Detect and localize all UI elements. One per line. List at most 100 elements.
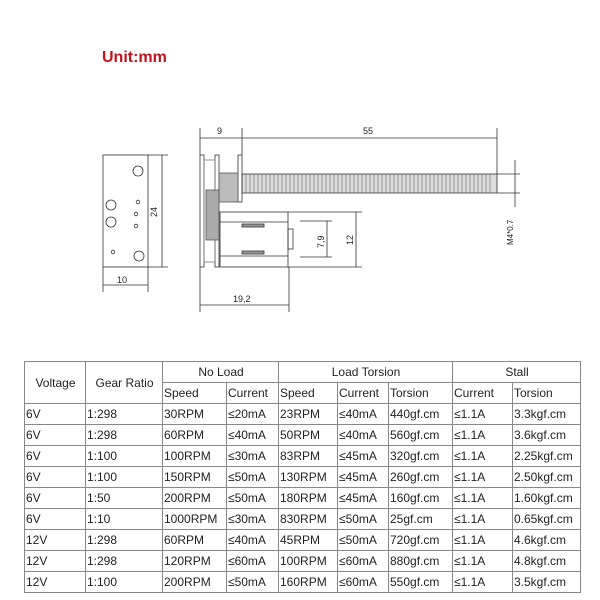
- table-cell: 1000RPM: [162, 508, 227, 530]
- table-cell: 160RPM: [278, 571, 338, 593]
- table-cell: 100RPM: [278, 550, 338, 572]
- table-cell: 6V: [24, 403, 86, 425]
- table-cell: 200RPM: [162, 571, 227, 593]
- table-cell: 560gf.cm: [388, 424, 453, 446]
- table-cell: 1.60kgf.cm: [512, 487, 581, 509]
- table-cell: ≤30mA: [226, 445, 279, 467]
- table-cell: ≤60mA: [226, 550, 279, 572]
- table-cell: ≤30mA: [226, 508, 279, 530]
- table-cell: ≤40mA: [337, 403, 389, 425]
- table-cell: ≤1.1A: [452, 508, 513, 530]
- table-cell: ≤50mA: [337, 508, 389, 530]
- table-cell: 3.5kgf.cm: [512, 571, 581, 593]
- table-cell: 1:10: [85, 508, 163, 530]
- table-cell: ≤1.1A: [452, 445, 513, 467]
- table-cell: 180RPM: [278, 487, 338, 509]
- table-cell: 4.8kgf.cm: [512, 550, 581, 572]
- motor-dimension-drawing: 10 24 9 55 19,2 7,9 12 M4*0.7: [102, 126, 520, 312]
- table-cell: 12V: [24, 550, 86, 572]
- table-cell: 23RPM: [278, 403, 338, 425]
- table-cell: 120RPM: [162, 550, 227, 572]
- table-cell: ≤45mA: [337, 445, 389, 467]
- table-cell: 320gf.cm: [388, 445, 453, 467]
- side-view: [199, 128, 520, 312]
- header-voltage: Voltage: [24, 361, 86, 404]
- table-cell: 45RPM: [278, 529, 338, 551]
- table-cell: ≤1.1A: [452, 487, 513, 509]
- table-cell: 83RPM: [278, 445, 338, 467]
- table-cell: 3.6kgf.cm: [512, 424, 581, 446]
- unit-label: Unit:mm: [102, 49, 167, 66]
- table-cell: ≤1.1A: [452, 466, 513, 488]
- table-cell: 60RPM: [162, 424, 227, 446]
- table-cell: ≤60mA: [337, 550, 389, 572]
- subheader-current: Current: [337, 382, 389, 404]
- table-cell: 50RPM: [278, 424, 338, 446]
- dim-width-end: 10: [117, 275, 127, 285]
- table-cell: 880gf.cm: [388, 550, 453, 572]
- table-cell: ≤1.1A: [452, 403, 513, 425]
- table-cell: 1:100: [85, 445, 163, 467]
- table-cell: 12V: [24, 571, 86, 593]
- dim-height-end: 24: [149, 207, 159, 217]
- table-cell: ≤40mA: [226, 424, 279, 446]
- table-cell: ≤1.1A: [452, 550, 513, 572]
- header-stall: Stall: [452, 361, 581, 383]
- table-cell: 6V: [24, 445, 86, 467]
- table-cell: 0.65kgf.cm: [512, 508, 581, 530]
- table-cell: ≤50mA: [226, 487, 279, 509]
- table-cell: ≤1.1A: [452, 571, 513, 593]
- header-no-load: No Load: [162, 361, 279, 383]
- table-cell: 3.3kgf.cm: [512, 403, 581, 425]
- end-view: [102, 154, 168, 292]
- subheader-speed: Speed: [278, 382, 338, 404]
- table-cell: ≤40mA: [226, 529, 279, 551]
- table-cell: ≤45mA: [337, 466, 389, 488]
- dim-thread: M4*0.7: [506, 219, 515, 245]
- table-cell: 1:298: [85, 550, 163, 572]
- table-cell: 160gf.cm: [388, 487, 453, 509]
- table-cell: 830RPM: [278, 508, 338, 530]
- table-cell: 6V: [24, 487, 86, 509]
- motor-spec-table: Voltage Gear Ratio No Load Load Torsion …: [24, 361, 581, 593]
- table-cell: 150RPM: [162, 466, 227, 488]
- header-load-torsion: Load Torsion: [278, 361, 453, 383]
- table-cell: 12V: [24, 529, 86, 551]
- table-cell: 550gf.cm: [388, 571, 453, 593]
- table-cell: ≤60mA: [337, 571, 389, 593]
- table-cell: 6V: [24, 508, 86, 530]
- dim-body-height: 12: [345, 235, 355, 245]
- dim-terminal: 7,9: [316, 235, 326, 248]
- table-cell: 440gf.cm: [388, 403, 453, 425]
- table-cell: ≤40mA: [337, 424, 389, 446]
- table-cell: 200RPM: [162, 487, 227, 509]
- table-cell: 30RPM: [162, 403, 227, 425]
- table-cell: 1:298: [85, 424, 163, 446]
- table-cell: 130RPM: [278, 466, 338, 488]
- header-gear-ratio: Gear Ratio: [85, 361, 163, 404]
- table-cell: 1:298: [85, 403, 163, 425]
- table-cell: 1:50: [85, 487, 163, 509]
- subheader-current: Current: [226, 382, 279, 404]
- table-cell: ≤20mA: [226, 403, 279, 425]
- table-cell: 2.25kgf.cm: [512, 445, 581, 467]
- table-cell: 6V: [24, 424, 86, 446]
- table-cell: 4.6kgf.cm: [512, 529, 581, 551]
- dim-body-len: 19,2: [233, 294, 251, 304]
- table-cell: 25gf.cm: [388, 508, 453, 530]
- table-cell: 1:100: [85, 571, 163, 593]
- table-cell: 1:100: [85, 466, 163, 488]
- table-cell: ≤1.1A: [452, 424, 513, 446]
- table-cell: 100RPM: [162, 445, 227, 467]
- table-cell: 1:298: [85, 529, 163, 551]
- table-cell: 2.50kgf.cm: [512, 466, 581, 488]
- subheader-speed: Speed: [162, 382, 227, 404]
